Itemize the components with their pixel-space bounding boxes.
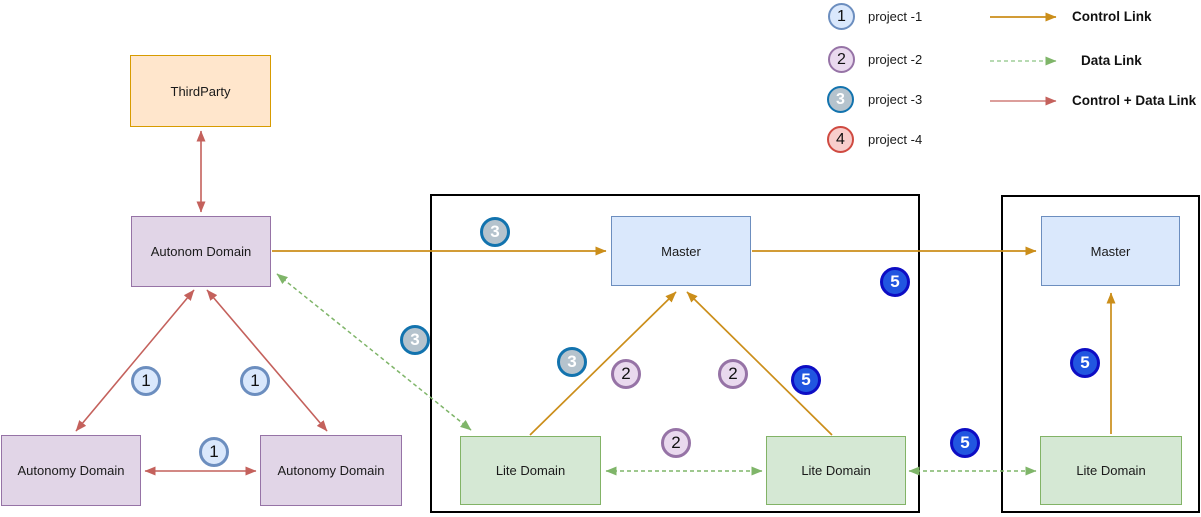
edge-autonom-autonomy-left: [75, 289, 195, 432]
legend-data-link-label: Data Link: [1081, 53, 1142, 68]
node-autonom-domain[interactable]: Autonom Domain: [131, 216, 271, 287]
node-lite-domain-2-label: Lite Domain: [1076, 463, 1146, 478]
cluster-box-2: [1001, 195, 1200, 513]
legend-project-3-label: project -3: [868, 92, 923, 107]
node-lite-domain-1a-label: Lite Domain: [495, 463, 566, 478]
badge-project-2[interactable]: 2: [718, 359, 748, 389]
legend-project-2-label: project -2: [868, 52, 923, 67]
legend-control-data-link-label: Control + Data Link: [1072, 93, 1197, 108]
legend-project-1-label: project -1: [868, 9, 923, 24]
legend-project-3-circle: 3: [827, 86, 854, 113]
legend-project-2-circle: 2: [828, 46, 855, 73]
badge-project-5[interactable]: 5: [1070, 348, 1100, 378]
node-lite-domain-1b[interactable]: Lite Domain: [766, 436, 906, 505]
node-master-1-label: Master: [661, 243, 701, 259]
legend-project-4-label: project -4: [868, 132, 923, 147]
badge-project-1[interactable]: 1: [131, 366, 161, 396]
edge-autonom-autonomy-right: [206, 289, 328, 432]
badge-project-2[interactable]: 2: [611, 359, 641, 389]
legend-project-1-circle: 1: [828, 3, 855, 30]
node-autonomy-domain-right[interactable]: Autonomy Domain: [260, 435, 402, 506]
badge-project-5[interactable]: 5: [880, 267, 910, 297]
node-master-1[interactable]: Master: [611, 216, 751, 286]
badge-project-5[interactable]: 5: [791, 365, 821, 395]
badge-project-5[interactable]: 5: [950, 428, 980, 458]
badge-project-3[interactable]: 3: [557, 347, 587, 377]
node-autonom-domain-label: Autonom Domain: [150, 244, 252, 259]
node-autonomy-domain-left[interactable]: Autonomy Domain: [1, 435, 141, 506]
node-autonomy-domain-left-label: Autonomy Domain: [17, 463, 125, 478]
node-third-party-label: ThirdParty: [170, 83, 231, 99]
node-master-2-label: Master: [1090, 243, 1131, 259]
badge-project-2[interactable]: 2: [661, 428, 691, 458]
badge-project-1[interactable]: 1: [240, 366, 270, 396]
badge-project-3[interactable]: 3: [480, 217, 510, 247]
badge-project-1[interactable]: 1: [199, 437, 229, 467]
node-autonomy-domain-right-label: Autonomy Domain: [277, 463, 385, 478]
legend-control-link-label: Control Link: [1072, 9, 1152, 24]
legend-project-4-circle: 4: [827, 126, 854, 153]
node-lite-domain-1a[interactable]: Lite Domain: [460, 436, 601, 505]
badge-project-3[interactable]: 3: [400, 325, 430, 355]
node-lite-domain-2[interactable]: Lite Domain: [1040, 436, 1182, 505]
node-lite-domain-1b-label: Lite Domain: [801, 463, 871, 478]
node-master-2[interactable]: Master: [1041, 216, 1180, 286]
node-third-party[interactable]: ThirdParty: [130, 55, 271, 127]
